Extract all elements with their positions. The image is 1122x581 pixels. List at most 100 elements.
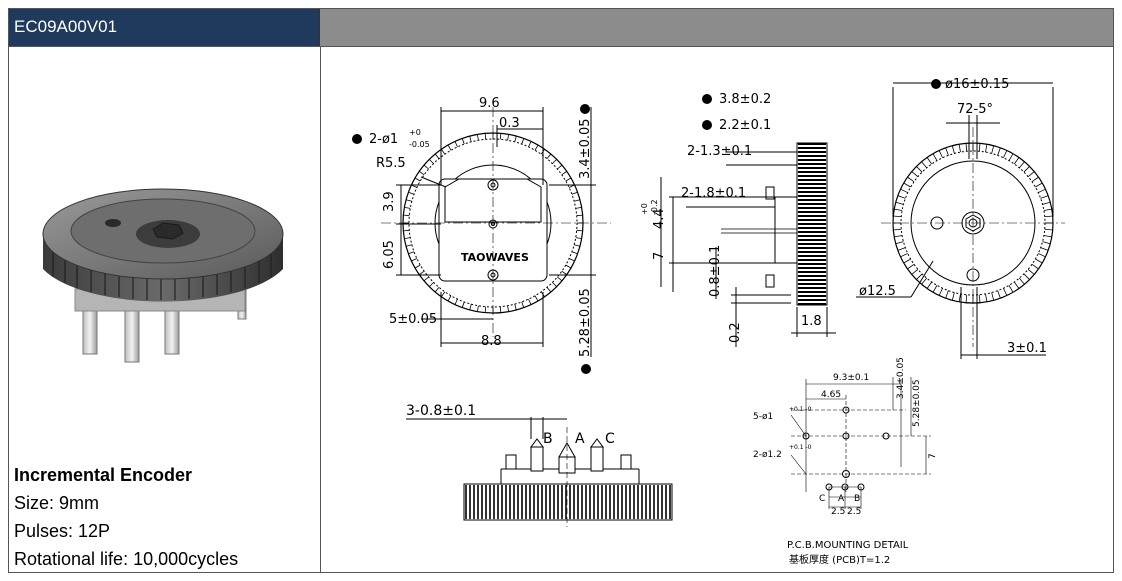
knurl-tooth [540,149,545,155]
knurl-tooth [1038,253,1046,258]
knurl-tooth [568,184,575,188]
front-dim-offset: 0.3 [499,116,520,131]
knurl-tooth [528,298,532,305]
front-dim-holes: 2-ø1 [369,132,398,147]
knurl-tooth [441,291,446,297]
knurl-tooth [507,134,510,141]
knurl-tooth [521,138,525,145]
knurl-tooth [576,214,583,217]
rear-dim-inner: ø12.5 [859,284,896,299]
rear-dim-angle: 72-5° [957,102,993,117]
pcb-pin-c: C [819,494,825,504]
pcb-dim-tol-b: +0.1 -0 [789,444,812,451]
knurl-tooth [903,258,911,264]
knurl-tooth [534,295,539,302]
pcb-pin-b: B [854,494,860,504]
knurl-tooth [1018,277,1025,285]
knurl-tooth [1042,241,1051,245]
rear-knurl [893,143,1053,303]
knurl-tooth [945,290,949,299]
knurl-tooth [1003,288,1008,296]
bottom-knurl [465,485,671,519]
front-dim-holes-tol-upper: +0 [409,128,421,137]
bottom-dim-pins: 3-0.8±0.1 [406,403,476,419]
front-dim-radius: R5.5 [376,156,406,171]
knurl-tooth [514,304,517,311]
front-dim-holes-tol-lower: -0.05 [409,140,430,149]
knurl-tooth [411,258,418,262]
knurl-tooth [900,188,908,193]
side-dim-g: 0.8±0.1 [708,245,723,297]
pcb-pin-a: A [838,494,845,504]
knurl-tooth [926,281,933,289]
knurl-tooth [434,153,440,159]
knurl-tooth [997,290,1001,299]
knurl-tooth [997,147,1001,156]
knurl-tooth [419,270,425,275]
knurl-tooth [557,276,563,282]
knurl-tooth [1031,176,1039,183]
model-header: EC09A00V01 [9,9,320,46]
front-dim-top: 3.9 [382,191,397,212]
bottom-pin-c: C [605,431,615,447]
knurl-tooth [951,145,955,154]
knurl-tooth [1043,208,1052,211]
knurl-tooth [476,134,479,141]
knurl-tooth [958,293,961,302]
knurl-tooth [514,135,517,142]
pcb-dim-tol-a: +0.1 -0 [789,406,812,413]
front-dim-lower-right: 5.28±0.05 [578,288,593,357]
knurl-tooth [900,253,908,258]
spec-size: Size: 9mm [14,493,100,513]
front-dim-base: 8.8 [481,334,502,349]
knurl-tooth [895,241,904,245]
knurl-tooth [499,306,502,313]
side-dim-h: 0.2 [728,322,743,343]
knurl-tooth [1018,161,1025,169]
knurl-tooth [1031,263,1039,270]
pcb-dim-a: 4.65 [821,390,841,400]
knurl-tooth [938,288,943,296]
knurl-tooth [978,294,981,303]
knurl-tooth [951,292,955,301]
knurl-tooth [461,301,465,308]
knurl-tooth [907,263,915,270]
knurl-tooth [575,206,582,209]
technical-drawing: 9.6 0.3 2-ø1 +0 -0.05 R5.5 3.9 6.05 3.4±… [352,77,1065,566]
pcb-dim-holes5: 5-ø1 [753,412,773,422]
knurl-tooth [476,305,479,312]
knurl-tooth [575,237,582,240]
knurl-tooth [419,171,425,176]
knurl-tooth [938,150,943,158]
knurl-tooth [571,191,578,195]
front-dim-pin-offset: 5±0.05 [389,312,437,327]
pcb-detail [790,377,931,509]
pcb-dim-v2: 5.28±0.05 [912,379,922,427]
product-title: Incremental Encoder [14,465,193,485]
knurl-tooth [1044,228,1053,231]
knurl-tooth [965,143,968,152]
rear-dim-dia: ø16±0.15 [945,77,1009,92]
knurl-tooth [958,144,961,153]
rear-view [856,82,1065,359]
knurl-tooth [932,285,938,293]
knurl-tooth [469,135,472,142]
side-dim-a: 3.8±0.2 [719,92,771,107]
knurl-tooth [965,294,968,303]
knurl-tooth [945,147,949,156]
spec-pulses: Pulses: 12P [14,521,111,541]
knurl-tooth [916,273,923,280]
knurl-tooth [1008,153,1014,161]
knurl-tooth [454,298,458,305]
knurl-tooth [907,176,915,183]
knurl-tooth [1040,247,1049,251]
knurl-tooth [1013,281,1020,289]
knurl-tooth [565,264,572,269]
knurl-tooth [1035,182,1043,188]
pcb-dim-w: 9.3±0.1 [833,373,869,383]
front-knurl [403,133,583,313]
knurl-tooth [404,206,411,209]
knurl-tooth [571,251,578,255]
critical-markers [352,79,941,374]
bottom-pin-b: B [543,431,553,447]
